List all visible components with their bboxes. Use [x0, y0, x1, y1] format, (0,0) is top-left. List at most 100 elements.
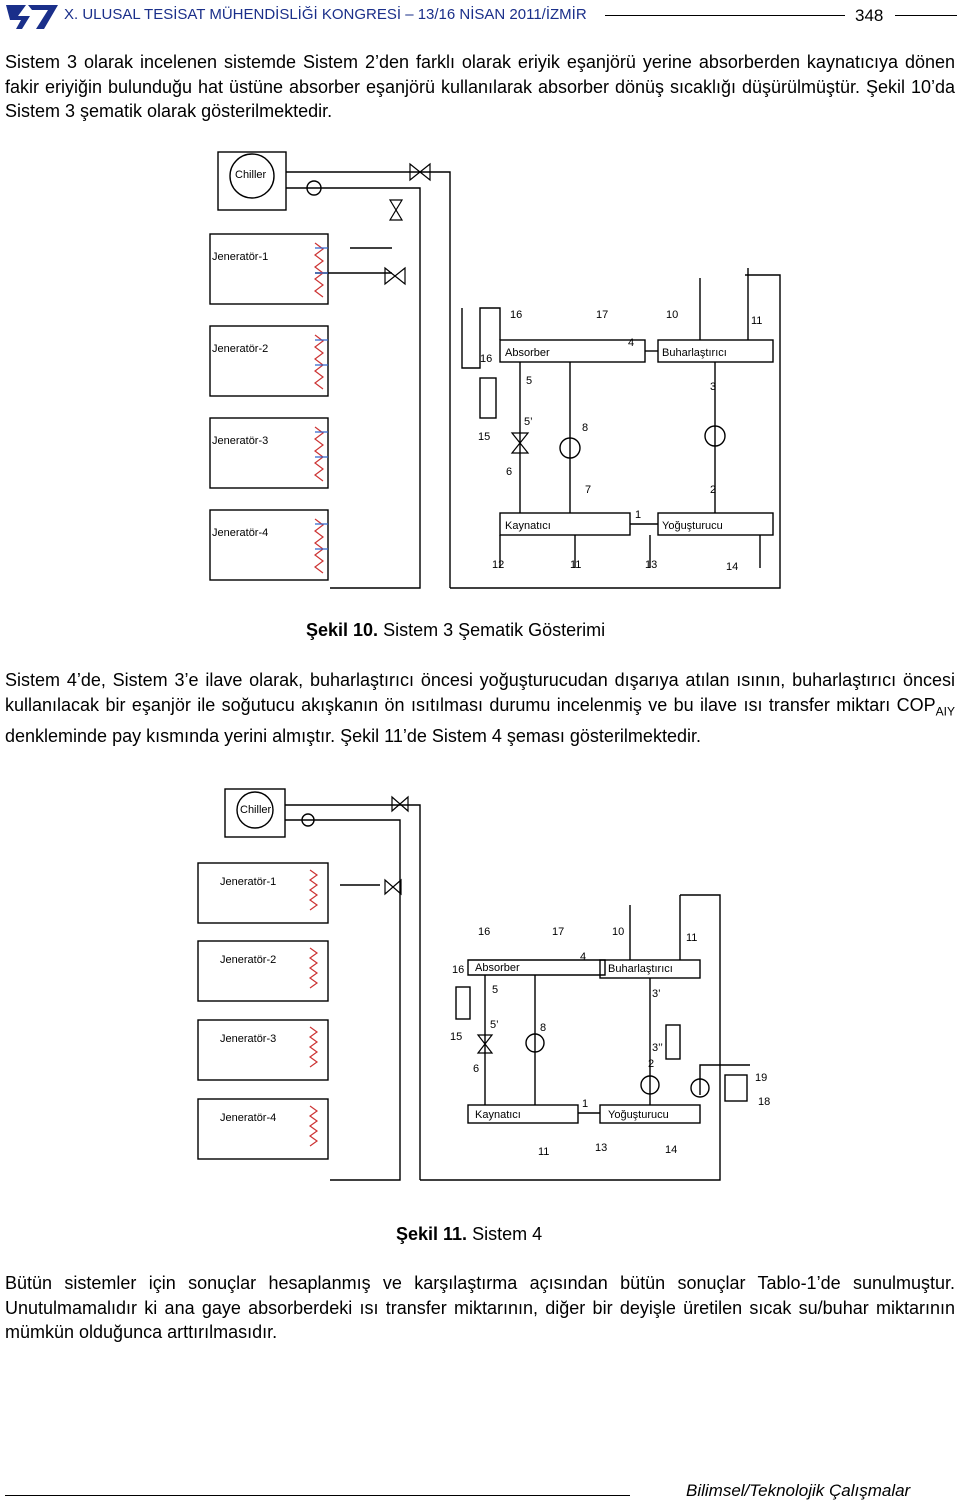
- fig10-point-7: 7: [585, 484, 591, 496]
- valve-6-icon: [510, 432, 530, 454]
- fig11-point-19: 19: [755, 1072, 767, 1084]
- fig10-point-5p: 5’: [524, 416, 533, 428]
- boiler-box: [467, 1104, 579, 1124]
- paragraph-2-subscript: AIY: [935, 704, 955, 719]
- figure-11-caption-label: Şekil 11.: [396, 1224, 468, 1244]
- fig10-point-16a: 16: [510, 309, 522, 321]
- fig10-point-17: 17: [596, 309, 608, 321]
- fig11-point-11b: 11: [538, 1146, 549, 1158]
- fig11-gen3-label: Jeneratör-3: [220, 1033, 276, 1045]
- paragraph-3: Bütün sistemler için sonuçlar hesaplanmı…: [5, 1273, 955, 1342]
- pump-2-icon: [640, 1075, 660, 1095]
- fig10-boiler-label: Kaynatıcı: [505, 520, 551, 532]
- generator-1-box: [209, 233, 329, 305]
- figure-10-caption-label: Şekil 10.: [306, 620, 379, 640]
- fig10-gen2-label: Jeneratör-2: [212, 343, 268, 355]
- fig10-point-2: 2: [710, 484, 716, 496]
- valve-3-icon: [388, 199, 404, 221]
- figure-10-diagram: Chiller Jeneratör-1 Jeneratör-2 Jeneratö…: [209, 151, 781, 589]
- valve-2-icon: [384, 878, 402, 896]
- fig10-point-5: 5: [526, 375, 532, 387]
- fig10-point-15: 15: [478, 431, 490, 443]
- generator-2-box: [197, 940, 329, 1002]
- pump-8-icon: [559, 437, 581, 459]
- fig11-point-10: 10: [612, 926, 624, 938]
- generator-4-box: [197, 1098, 329, 1160]
- fig11-point-3p: 3’: [652, 988, 661, 1000]
- chiller-circle: [229, 153, 275, 199]
- fig11-point-17: 17: [552, 926, 564, 938]
- fig11-gen1-label: Jeneratör-1: [220, 876, 276, 888]
- fig10-point-10: 10: [666, 309, 678, 321]
- fig10-point-16b: 16: [480, 353, 492, 365]
- figure-10-caption: Şekil 10. Sistem 3 Şematik Gösterimi: [306, 620, 605, 641]
- fig10-gen4-label: Jeneratör-4: [212, 527, 268, 539]
- fig10-point-3: 3: [710, 381, 716, 393]
- paragraph-2-text-b: denkleminde pay kısmında yerini almıştır…: [5, 725, 701, 746]
- fig11-point-4: 4: [580, 951, 586, 963]
- chiller-box: [217, 151, 287, 211]
- fig11-point-5: 5: [492, 984, 498, 996]
- fig11-point-2: 2: [648, 1058, 654, 1070]
- fig11-evaporator-label: Buharlaştırıcı: [608, 963, 673, 975]
- congress-logo-icon: [6, 5, 58, 29]
- preheat-exchanger: [665, 1024, 681, 1060]
- fig11-chiller-label: Chiller: [240, 804, 272, 816]
- fig10-point-11a: 11: [751, 315, 762, 327]
- fig11-absorber-label: Absorber: [475, 962, 520, 974]
- generator-1-box: [197, 862, 329, 924]
- page-number: 348: [855, 6, 884, 25]
- absorber-heat-exchanger: [479, 377, 497, 419]
- valve-2-icon: [384, 266, 406, 286]
- figure-11-diagram: Chiller Jeneratör-1 Jeneratör-2 Jeneratö…: [197, 788, 770, 1181]
- paragraph-2-text-a: Sistem 4’de, Sistem 3’e ilave olarak, bu…: [5, 670, 955, 715]
- generator-4-box: [209, 509, 329, 581]
- figure-10-caption-text: Sistem 3 Şematik Gösterimi: [378, 620, 606, 640]
- fig10-point-14: 14: [726, 561, 738, 573]
- fig10-point-12: 12: [492, 559, 504, 571]
- fig10-evaporator-label: Buharlaştırıcı: [662, 347, 727, 359]
- pump-3-icon: [704, 425, 726, 447]
- fig10-absorber-label: Absorber: [505, 347, 550, 359]
- fig11-point-14: 14: [665, 1144, 677, 1156]
- header-rule-right: [895, 15, 957, 16]
- fig10-gen3-label: Jeneratör-3: [212, 435, 268, 447]
- fig11-point-5p: 5’: [490, 1019, 499, 1031]
- fig11-point-15: 15: [450, 1031, 462, 1043]
- fig10-condenser-label: Yoğuşturucu: [662, 520, 723, 532]
- figure-11-caption: Şekil 11. Sistem 4: [396, 1224, 542, 1245]
- fig11-point-18: 18: [758, 1096, 770, 1108]
- paragraph-2: Sistem 4’de, Sistem 3’e ilave olarak, bu…: [5, 668, 955, 748]
- fig10-point-13: 13: [645, 559, 657, 571]
- fig10-chiller-label: Chiller: [235, 169, 267, 181]
- fig11-point-11a: 11: [686, 932, 697, 944]
- fig11-condenser-label: Yoğuşturucu: [608, 1109, 669, 1121]
- fig10-point-4: 4: [628, 337, 634, 349]
- pump-8-icon: [525, 1033, 545, 1053]
- valve-1-icon: [391, 795, 409, 813]
- fig10-point-8: 8: [582, 422, 588, 434]
- fig10-point-6: 6: [506, 466, 512, 478]
- figure-11-caption-text: Sistem 4: [467, 1224, 543, 1244]
- fig10-point-1: 1: [635, 509, 641, 521]
- footer-rule: [5, 1495, 630, 1496]
- fig11-point-13: 13: [595, 1142, 607, 1154]
- generator-3-box: [209, 417, 329, 489]
- fig11-boiler-label: Kaynatıcı: [475, 1109, 521, 1121]
- fig11-gen4-label: Jeneratör-4: [220, 1112, 276, 1124]
- chiller-circle: [236, 791, 274, 829]
- fig11-point-3pp: 3’’: [652, 1042, 663, 1054]
- fig11-point-16b: 16: [452, 964, 464, 976]
- fig10-point-11b: 11: [570, 559, 581, 571]
- header-rule: [605, 15, 845, 16]
- header-title: X. ULUSAL TESİSAT MÜHENDİSLİĞİ KONGRESİ …: [64, 6, 587, 23]
- valve-1-icon: [409, 162, 431, 182]
- pump-18-icon: [690, 1078, 710, 1098]
- paragraph-1: Sistem 3 olarak incelenen sistemde Siste…: [5, 52, 955, 121]
- absorber-box: [467, 959, 606, 976]
- generator-3-box: [197, 1019, 329, 1081]
- fig11-point-16a: 16: [478, 926, 490, 938]
- footer-text: Bilimsel/Teknolojik Çalışmalar: [686, 1481, 911, 1500]
- chiller-box: [224, 788, 286, 838]
- generator-2-box: [209, 325, 329, 397]
